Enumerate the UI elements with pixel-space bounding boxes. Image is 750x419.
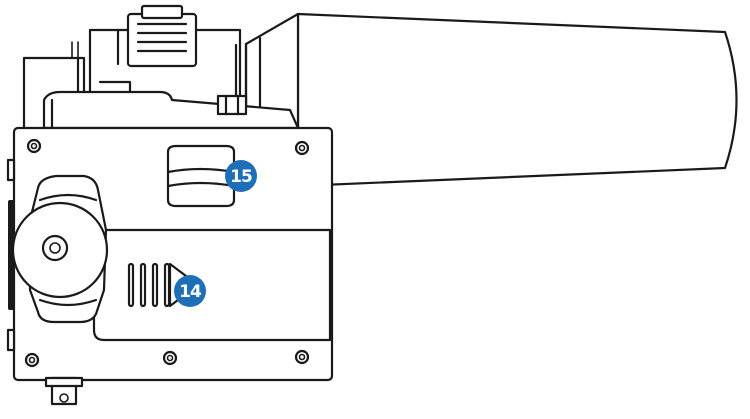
top-clip <box>126 12 198 68</box>
grip-slot <box>166 144 236 208</box>
lens-hood <box>296 12 738 188</box>
screw-top-right <box>294 140 310 156</box>
callout-14: 14 <box>174 275 206 307</box>
mount-screw-hole <box>41 234 69 262</box>
screw-top-left <box>26 138 42 154</box>
callout-14-label: 14 <box>179 282 202 302</box>
screw-bottom-middle <box>162 350 178 366</box>
callout-15: 15 <box>225 160 257 192</box>
vent-slots <box>127 262 171 308</box>
screw-bottom-right <box>294 349 310 365</box>
screw-bottom-left <box>24 352 40 368</box>
top-rail <box>42 90 300 130</box>
left-edge-strip <box>8 200 15 310</box>
callout-15-label: 15 <box>230 167 252 187</box>
callout-14-badge <box>174 275 206 307</box>
callout-15-badge <box>225 160 257 192</box>
